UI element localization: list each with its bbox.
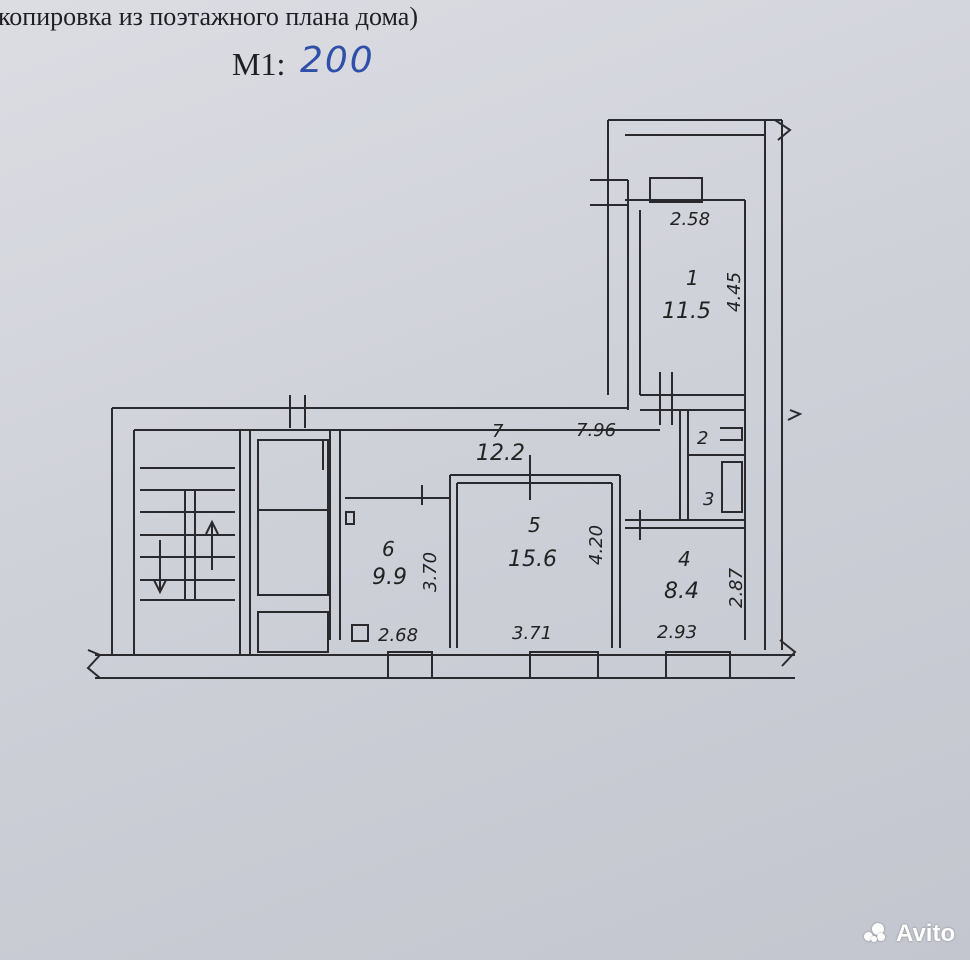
room-6-width: 2.68 [378, 625, 418, 646]
room-1-width: 2.58 [670, 209, 710, 230]
room-5-length: 4.20 [586, 525, 607, 565]
room-7-length: 7.96 [576, 420, 616, 441]
room-7-number: 7 [492, 421, 504, 442]
scale-label: М1: [232, 46, 286, 82]
room-5-width: 3.71 [512, 623, 552, 644]
room-4-width: 2.93 [657, 622, 697, 643]
plan-walls [86, 119, 803, 679]
document-heading: копировка из поэтажного плана дома) [0, 2, 418, 31]
room-1-number: 1 [686, 266, 699, 290]
room-4-number: 4 [678, 547, 691, 571]
room-1-area: 11.5 [662, 299, 711, 324]
room-6-number: 6 [382, 537, 395, 561]
avito-wordmark: Avito [896, 920, 956, 947]
room-3-number: 3 [703, 489, 714, 510]
room-6-length: 3.70 [420, 552, 441, 592]
room-1-length: 4.45 [724, 272, 745, 312]
room-5-area: 15.6 [508, 547, 557, 572]
room-5-number: 5 [528, 513, 541, 537]
room-4-area: 8.4 [664, 579, 699, 604]
room-7-area: 12.2 [476, 441, 525, 466]
room-4-length: 2.87 [726, 567, 747, 608]
avito-logo-icon [864, 923, 890, 945]
scale-value: 200 [300, 40, 375, 81]
avito-watermark: Avito [864, 920, 955, 948]
room-6-area: 9.9 [372, 565, 407, 590]
room-2-number: 2 [697, 428, 708, 449]
